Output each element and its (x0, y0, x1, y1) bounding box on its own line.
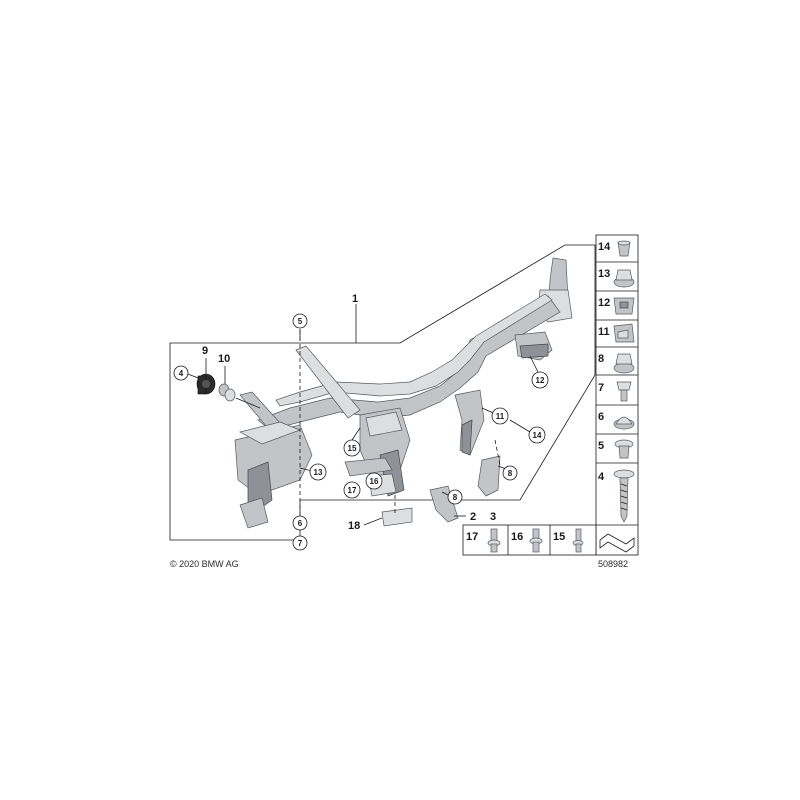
svg-text:13: 13 (314, 468, 323, 477)
svg-text:17: 17 (348, 486, 357, 495)
svg-text:14: 14 (533, 431, 542, 440)
circle-callout-5: 5 (292, 313, 308, 329)
panel-label-13: 13 (598, 268, 610, 280)
drawing-number: 508982 (598, 559, 628, 569)
svg-text:7: 7 (298, 539, 303, 548)
svg-text:8: 8 (508, 469, 513, 478)
panel-label-16: 16 (511, 531, 523, 543)
circle-callout-4: 4 (173, 365, 189, 381)
assembly-outline (169, 244, 596, 541)
panel-label-14: 14 (598, 241, 611, 253)
callout-18: 18 (348, 520, 360, 532)
panel-label-6: 6 (598, 411, 604, 423)
cross-car-beam (234, 257, 573, 529)
panel-label-11: 11 (598, 326, 610, 338)
damper-part-9 (196, 373, 216, 395)
panel-label-17: 17 (466, 531, 478, 543)
svg-text:15: 15 (348, 444, 357, 453)
panel-label-5: 5 (598, 440, 604, 452)
callout-1: 1 (352, 293, 358, 305)
panel-label-15: 15 (553, 531, 565, 543)
circle-callout-14: 14 (528, 426, 546, 444)
panel-label-7: 7 (598, 382, 604, 394)
panel-label-8: 8 (598, 353, 604, 365)
svg-text:4: 4 (179, 369, 184, 378)
circle-callout-13: 13 (309, 463, 327, 481)
circle-callout-15: 15 (343, 439, 361, 457)
circle-callout-8a: 8 (502, 465, 518, 481)
svg-text:5: 5 (298, 317, 303, 326)
fastener-panel-bottom: 17 16 15 (462, 524, 597, 556)
callout-9: 9 (202, 345, 208, 357)
circle-callout-11: 11 (491, 407, 509, 425)
panel-label-12: 12 (598, 297, 610, 309)
svg-text:6: 6 (298, 519, 303, 528)
panel-label-4: 4 (598, 471, 605, 483)
callout-10: 10 (218, 353, 230, 365)
washer-part-10 (218, 383, 261, 409)
svg-text:16: 16 (370, 477, 379, 486)
svg-text:8: 8 (453, 493, 458, 502)
copyright-text: © 2020 BMW AG (170, 559, 239, 569)
callout-3: 3 (490, 511, 496, 523)
circle-callout-12: 12 (531, 371, 549, 389)
circle-callout-7: 7 (292, 535, 308, 551)
callout-2: 2 (470, 511, 476, 523)
fastener-panel-right: 14 13 12 11 8 7 6 5 4 (595, 234, 639, 556)
circle-callout-16: 16 (365, 472, 383, 490)
bracket-symbol-icon (599, 533, 635, 553)
svg-text:12: 12 (536, 376, 545, 385)
circle-callout-8b: 8 (447, 489, 463, 505)
circle-callout-6: 6 (292, 515, 308, 531)
svg-text:11: 11 (496, 412, 505, 421)
circle-callout-17: 17 (343, 481, 361, 499)
